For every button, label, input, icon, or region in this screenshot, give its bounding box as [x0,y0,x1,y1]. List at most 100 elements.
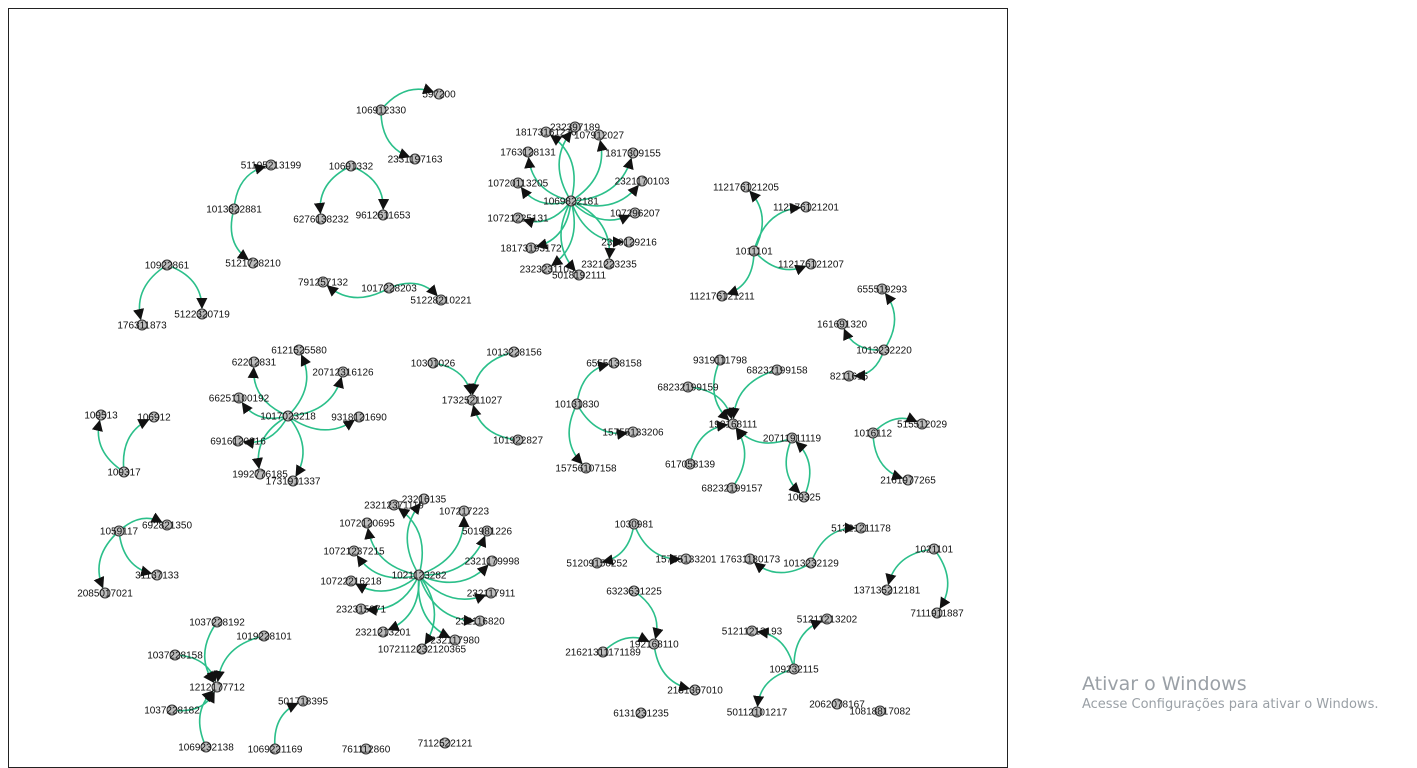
node-circle[interactable] [805,557,817,569]
node-circle[interactable] [522,146,534,158]
graph-node[interactable]: 1059117 [100,525,139,538]
graph-node[interactable]: 66251100192 [209,392,270,405]
node-circle[interactable] [744,553,756,565]
graph-node[interactable]: 1069221169 [248,743,303,756]
node-circle[interactable] [746,625,758,637]
graph-node[interactable]: 6121525580 [271,344,327,357]
node-circle[interactable] [211,681,223,693]
graph-node[interactable]: 9318121690 [331,411,387,424]
graph-node[interactable]: 109325 [787,491,821,504]
graph-node[interactable]: 6323631225 [606,585,662,598]
graph-node[interactable]: 1011101 [735,245,773,258]
node-circle[interactable] [876,283,888,295]
graph-node[interactable]: 10691332 [329,160,374,173]
graph-node[interactable]: 7111911887 [910,607,964,620]
node-circle[interactable] [512,212,524,224]
node-circle[interactable] [881,584,893,596]
node-circle[interactable] [689,684,701,696]
graph-node[interactable]: 51209150252 [566,557,628,570]
node-circle[interactable] [355,603,367,615]
node-circle[interactable] [821,613,833,625]
graph-node[interactable]: 1017228203 [361,282,417,295]
graph-node[interactable]: 112176121207 [778,258,844,271]
graph-node[interactable]: 1072112232120365 [378,643,467,656]
graph-node[interactable]: 232315971 [336,603,386,616]
graph-node[interactable]: 192168110 [629,638,679,651]
graph-node[interactable]: 1817309155 [605,147,661,160]
graph-node[interactable]: 6555138158 [586,357,642,370]
graph-node[interactable]: 5121728210 [225,257,281,270]
graph-node[interactable]: 20712316126 [312,366,374,379]
node-circle[interactable] [902,474,914,486]
node-circle[interactable] [148,411,160,423]
node-circle[interactable] [486,555,498,567]
node-circle[interactable] [247,257,259,269]
node-circle[interactable] [435,294,447,306]
graph-node[interactable]: 51195213199 [241,159,302,172]
node-circle[interactable] [228,203,240,215]
node-circle[interactable] [196,308,208,320]
node-circle[interactable] [748,245,760,257]
graph-node[interactable]: 51211213193 [722,625,783,638]
node-circle[interactable] [635,707,647,719]
graph-node[interactable]: 62212831 [232,356,277,369]
graph-node[interactable]: 112176121201 [773,201,839,214]
graph-node[interactable]: 232116820 [455,615,505,628]
node-circle[interactable] [597,646,609,658]
graph-node[interactable]: 10922861 [145,259,190,272]
graph-node[interactable]: 51228210221 [410,294,472,307]
graph-node[interactable]: 1072120695 [339,517,395,530]
graph-node[interactable]: 10818817082 [849,705,911,718]
graph-node[interactable]: 761112860 [342,743,391,756]
node-circle[interactable] [113,525,125,537]
node-circle[interactable] [377,209,389,221]
node-circle[interactable] [282,410,294,422]
graph-node[interactable]: 5018192111 [552,269,607,282]
node-circle[interactable] [169,649,181,661]
graph-node[interactable]: 50112101217 [727,706,788,719]
node-circle[interactable] [627,147,639,159]
graph-node[interactable]: 655519293 [857,283,907,296]
node-circle[interactable] [200,741,212,753]
node-circle[interactable] [800,201,812,213]
graph-node[interactable]: 1016112 [854,427,893,440]
graph-node[interactable]: 137135212181 [854,584,921,597]
node-circle[interactable] [232,435,244,447]
node-circle[interactable] [608,357,620,369]
node-circle[interactable] [418,493,430,505]
node-circle[interactable] [629,207,641,219]
node-circle[interactable] [623,236,635,248]
network-graph[interactable]: 1069123305972002331197163106913326276138… [9,9,1008,768]
graph-node[interactable]: 107296207 [610,207,660,220]
node-circle[interactable] [751,706,763,718]
node-circle[interactable] [648,638,660,650]
graph-node[interactable]: 192168111 [709,418,758,431]
graph-node[interactable]: 31137133 [135,569,179,582]
node-circle[interactable] [161,519,173,531]
graph-node[interactable]: 101922827 [493,434,543,447]
node-circle[interactable] [166,704,178,716]
node-circle[interactable] [591,557,603,569]
graph-node[interactable]: 6916120216 [210,435,266,448]
node-circle[interactable] [878,344,890,356]
node-circle[interactable] [771,364,783,376]
node-circle[interactable] [433,88,445,100]
graph-node[interactable]: 7112522121 [418,737,473,750]
node-circle[interactable] [337,366,349,378]
graph-node[interactable]: 2161977265 [880,474,936,487]
graph-node[interactable]: 15756107158 [555,462,617,475]
graph-node[interactable]: 109317 [107,466,141,479]
graph-node[interactable]: 1763128131 [500,146,556,159]
graph-node[interactable]: 8211616 [830,370,869,383]
graph-node[interactable]: 2323129216 [601,236,657,249]
node-circle[interactable] [211,616,223,628]
graph-node[interactable]: 1037228158 [147,649,203,662]
node-circle[interactable] [874,705,886,717]
graph-node[interactable]: 18173193172 [500,242,562,255]
node-circle[interactable] [439,737,451,749]
graph-node[interactable]: 15755133201 [655,553,717,566]
node-circle[interactable] [345,575,357,587]
node-circle[interactable] [786,432,798,444]
node-circle[interactable] [580,462,592,474]
